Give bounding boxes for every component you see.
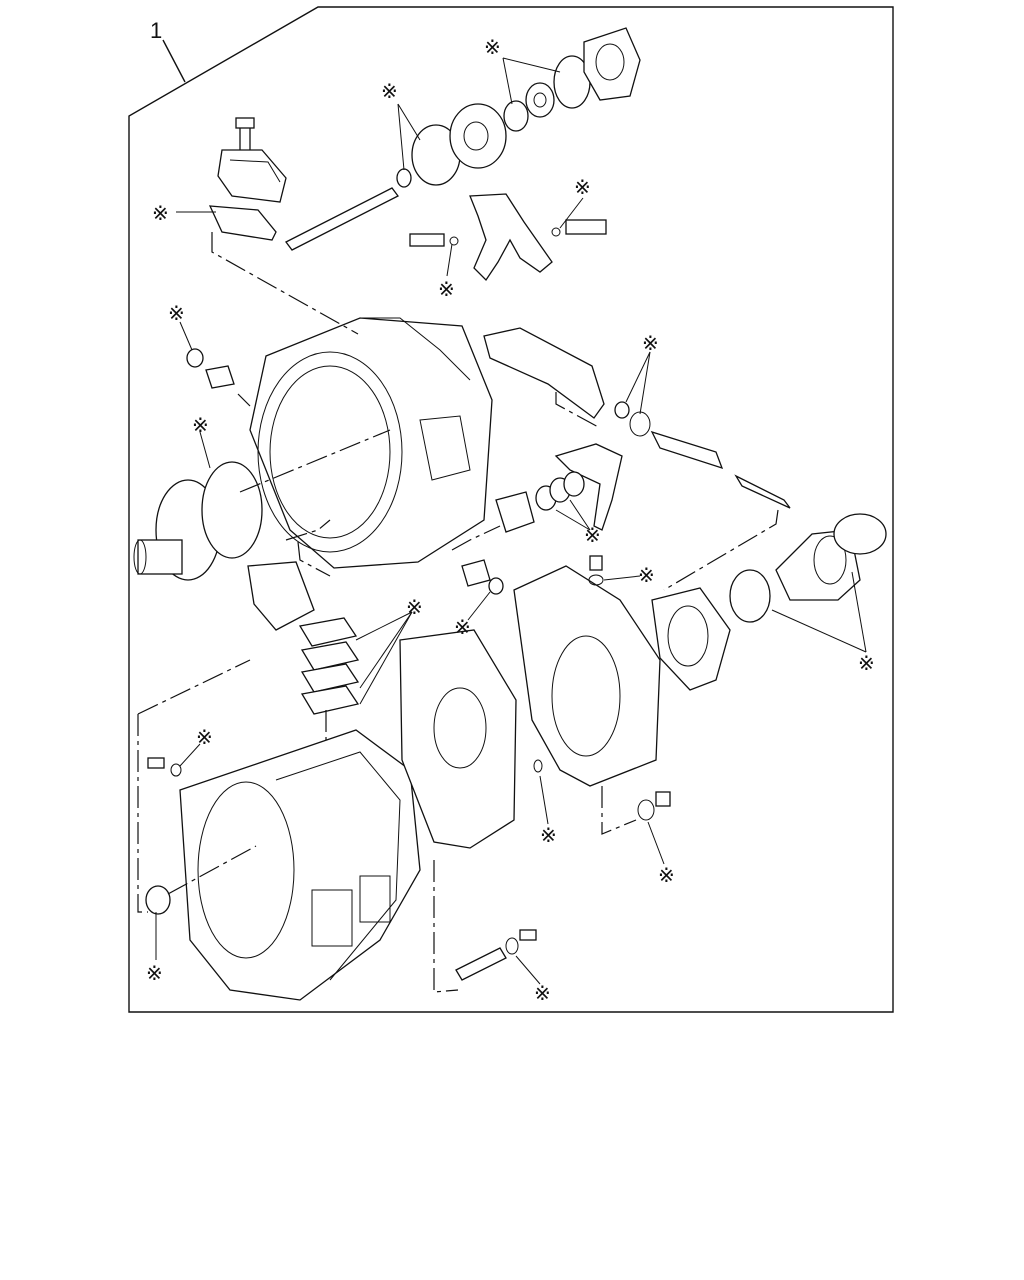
housing-plug bbox=[186, 348, 204, 368]
transmission-case bbox=[179, 729, 421, 1001]
release-fork-bracket bbox=[483, 327, 605, 419]
assembly-leader bbox=[162, 39, 186, 83]
callout-mark: ※ bbox=[658, 865, 675, 887]
case-bolt-left bbox=[147, 757, 165, 769]
callout-mark: ※ bbox=[858, 653, 875, 675]
callout-mark: ※ bbox=[168, 303, 185, 325]
alignment-lines bbox=[137, 232, 779, 993]
oil-seal-ring bbox=[503, 100, 529, 132]
callout-mark: ※ bbox=[574, 177, 591, 199]
callout-mark: ※ bbox=[152, 203, 169, 225]
assembly-frame bbox=[128, 6, 894, 1013]
release-bearing-set bbox=[535, 471, 585, 511]
rear-output-seal bbox=[729, 569, 771, 623]
inspection-cover bbox=[247, 561, 315, 631]
fork-pin-left bbox=[409, 233, 445, 247]
callout-mark: ※ bbox=[438, 279, 455, 301]
housing-bushing bbox=[205, 365, 235, 389]
bracket-o-ring bbox=[629, 411, 651, 437]
oil-pump-cover bbox=[449, 103, 507, 169]
intermediate-plate bbox=[399, 629, 517, 849]
callout-mark: ※ bbox=[192, 415, 209, 437]
release-shaft bbox=[650, 430, 724, 470]
sleeve-bolt bbox=[519, 929, 537, 941]
pilot-seal bbox=[488, 577, 504, 595]
callout-mark: ※ bbox=[540, 825, 557, 847]
bracket-bushing bbox=[614, 401, 630, 419]
release-sleeve bbox=[495, 491, 535, 533]
clutch-housing bbox=[249, 317, 493, 569]
top-bearing-retainer bbox=[583, 27, 641, 101]
callout-mark: ※ bbox=[196, 727, 213, 749]
fork-pin-o-ring-left bbox=[449, 236, 459, 246]
callout-mark: ※ bbox=[484, 37, 501, 59]
sleeve-o-ring bbox=[505, 937, 519, 955]
rear-oil-seal bbox=[145, 885, 171, 915]
plate-o-ring bbox=[533, 759, 543, 773]
fork-pin-right bbox=[565, 219, 607, 235]
rear-extension-case bbox=[513, 565, 661, 787]
callout-mark: ※ bbox=[146, 963, 163, 985]
callout-mark: ※ bbox=[381, 81, 398, 103]
interlock-plate-stack bbox=[298, 617, 360, 715]
output-flange bbox=[775, 529, 861, 601]
assembly-number: 1 bbox=[150, 18, 162, 43]
callout-mark: ※ bbox=[642, 333, 659, 355]
leader-lines bbox=[155, 57, 867, 985]
rear-case-washer bbox=[588, 574, 604, 586]
drain-plug-washer bbox=[637, 799, 655, 821]
callout-mark: ※ bbox=[584, 525, 601, 547]
rear-case-plug bbox=[589, 555, 603, 571]
case-washer-left bbox=[170, 763, 182, 777]
pilot-bushing bbox=[461, 559, 491, 587]
top-bearing bbox=[525, 82, 555, 118]
callout-mark: ※ bbox=[638, 565, 655, 587]
callout-mark: ※ bbox=[406, 597, 423, 619]
drain-plug bbox=[655, 791, 671, 807]
callout-mark: ※ bbox=[454, 617, 471, 639]
shift-cover bbox=[217, 149, 287, 203]
flange-dust-cover bbox=[833, 513, 887, 555]
rear-bearing-retainer bbox=[651, 587, 731, 691]
release-cylinder-rod bbox=[734, 474, 791, 509]
callout-mark: ※ bbox=[534, 983, 551, 1005]
shift-fork-upper bbox=[469, 193, 553, 282]
shift-shaft bbox=[285, 168, 412, 251]
shift-cover-gasket bbox=[208, 205, 277, 241]
speedometer-sleeve bbox=[455, 947, 507, 981]
fork-pin-o-ring-right bbox=[551, 227, 561, 237]
front-retainer-gasket bbox=[201, 461, 263, 559]
